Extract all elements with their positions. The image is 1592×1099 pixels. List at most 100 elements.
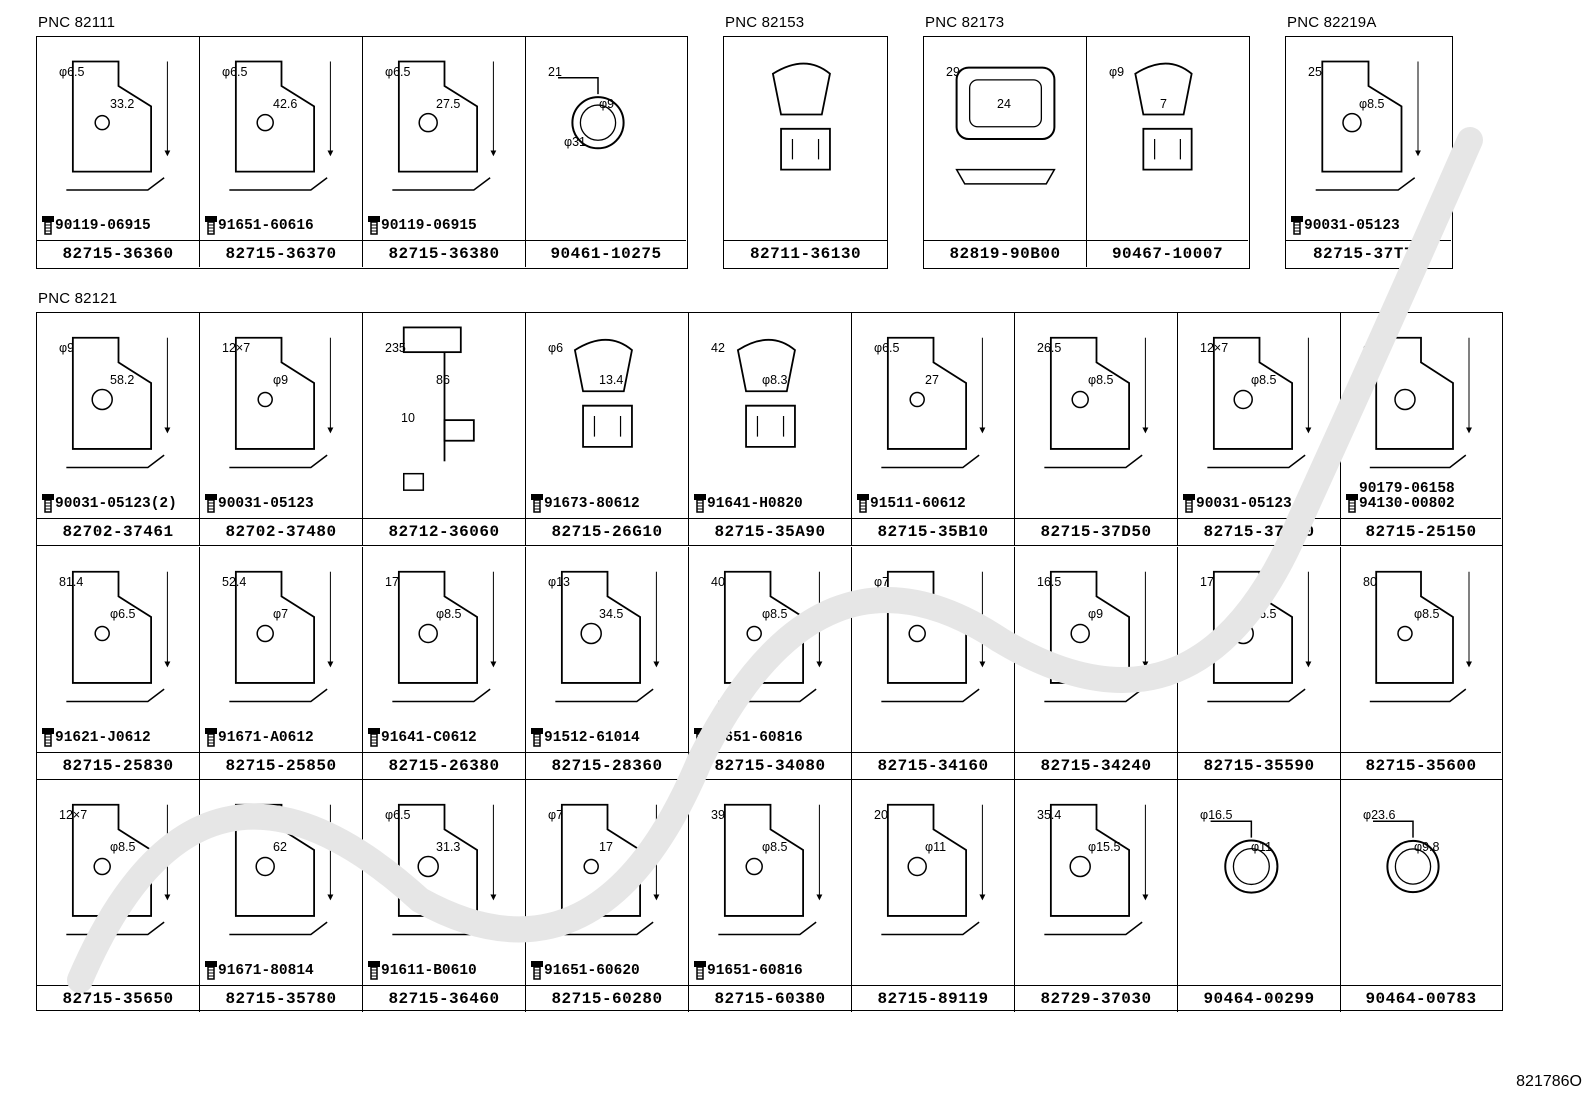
part-number[interactable]: 82715-60280	[526, 985, 688, 1012]
part-number[interactable]: 90467-10007	[1087, 240, 1248, 267]
part-number[interactable]: 90464-00299	[1178, 985, 1340, 1012]
part-number[interactable]: 82715-26380	[363, 751, 525, 779]
dimension-label: 17	[1200, 574, 1214, 589]
part-number[interactable]: 82715-25850	[200, 751, 362, 779]
part-number[interactable]: 82715-25830	[37, 751, 199, 779]
part-number[interactable]: 82819-90B00	[924, 240, 1086, 267]
part-number[interactable]: 82715-36380	[363, 240, 525, 267]
dimension-label: φ23.6	[1363, 808, 1396, 822]
part-cell[interactable]: 40 φ8.5 91651-60816 82715-34080	[689, 546, 852, 779]
dimension-label: φ9	[599, 97, 615, 111]
bolt-part-number: 90119-06915	[41, 215, 151, 235]
part-number[interactable]: 82715-34240	[1015, 751, 1177, 779]
part-number[interactable]: 82715-35590	[1178, 751, 1340, 779]
part-number[interactable]: 82702-37480	[200, 518, 362, 545]
part-number[interactable]: 82715-36460	[363, 985, 525, 1012]
part-number[interactable]: 82715-35B10	[852, 518, 1014, 545]
part-cell[interactable]: 26.5 φ8.5 82715-37D50	[1015, 313, 1178, 545]
dimension-label: φ6.5	[110, 606, 136, 621]
part-number[interactable]: 82715-34080	[689, 751, 851, 779]
part-number[interactable]: 82715-37T70	[1286, 240, 1451, 267]
part-number[interactable]: 82715-36370	[200, 240, 362, 267]
part-number[interactable]: 82715-34160	[852, 751, 1014, 779]
part-number[interactable]: 90461-10275	[526, 240, 686, 267]
dimension-label: φ9	[1088, 606, 1104, 621]
dimension-label: φ6.5	[385, 65, 411, 79]
bolt-part-number: 90031-05123	[1290, 215, 1400, 235]
part-number[interactable]: 82715-35A90	[689, 518, 851, 545]
part-number[interactable]: 82715-35650	[37, 985, 199, 1012]
part-number[interactable]: 82715-35780	[200, 985, 362, 1012]
dimension-label: φ6	[548, 341, 564, 355]
part-number[interactable]: 82729-37030	[1015, 985, 1177, 1012]
part-number[interactable]: 82715-37D50	[1015, 518, 1177, 545]
dimension-label: 12×7	[59, 808, 88, 822]
bolt-part-number: 91651-60616	[204, 215, 314, 235]
part-number[interactable]: 82711-36130	[724, 240, 887, 267]
dimension-label: 39	[711, 808, 725, 822]
part-number[interactable]: 90464-00783	[1341, 985, 1501, 1012]
dimension-label: φ9	[59, 341, 75, 355]
part-number[interactable]: 82712-36060	[363, 518, 525, 545]
part-number[interactable]: 82702-37461	[37, 518, 199, 545]
part-cell[interactable]: 82711-36130	[724, 37, 887, 267]
part-number[interactable]: 82715-36360	[37, 240, 199, 267]
part-number[interactable]: 82715-26G10	[526, 518, 688, 545]
part-number[interactable]: 82715-28360	[526, 751, 688, 779]
part-drawing	[771, 62, 831, 171]
dimension-label: 17	[385, 574, 399, 589]
bolt-part-number: 91621-J0612	[41, 727, 151, 747]
group-82153: 82711-36130	[723, 36, 888, 269]
dimension-label: φ8.5	[762, 606, 788, 621]
part-number[interactable]: 82715-35600	[1341, 751, 1501, 779]
part-number[interactable]: 82715-25150	[1341, 518, 1501, 545]
dimension-label: 27	[925, 373, 939, 387]
bolt-number: 91611-B0610	[381, 962, 477, 979]
dimension-label: φ8.5	[1088, 373, 1114, 387]
dimension-label: 40	[711, 574, 725, 589]
dimension-label: 42.6	[273, 97, 298, 111]
part-number[interactable]: 82715-37D60	[1178, 518, 1340, 545]
part-number[interactable]: 82715-89119	[852, 985, 1014, 1012]
dimension-label: φ8.3	[762, 373, 788, 387]
dimension-label: 26.5	[1037, 341, 1062, 355]
dimension-label: 235	[385, 341, 406, 355]
bolt-number: 94130-00802	[1359, 495, 1455, 512]
dimension-label: φ7	[548, 808, 564, 822]
part-number[interactable]: 82715-60380	[689, 985, 851, 1012]
bolt-number: 91651-60816	[707, 729, 803, 746]
